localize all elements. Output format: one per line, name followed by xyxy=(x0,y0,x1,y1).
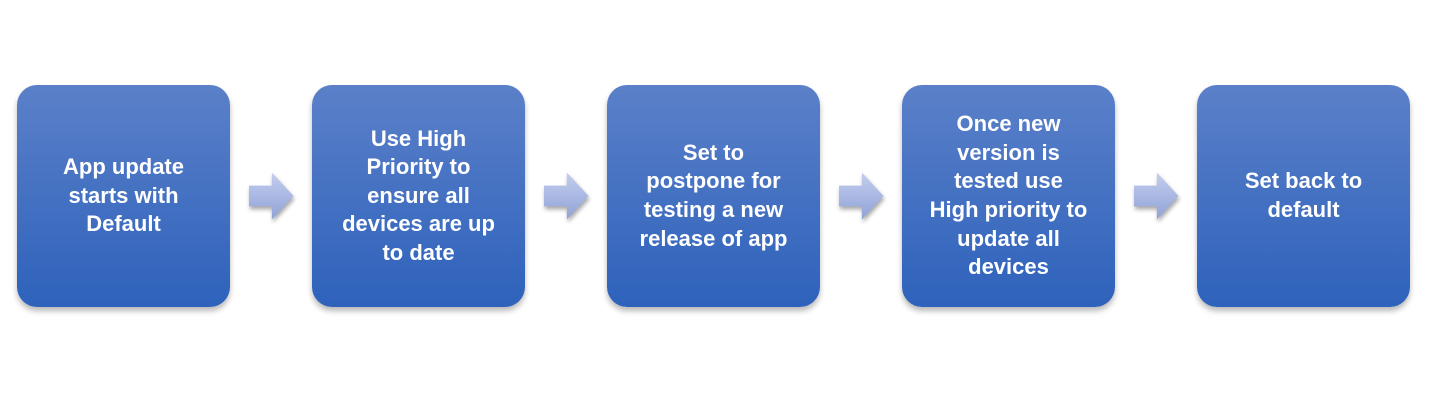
process-flow: App update starts with Default Use High … xyxy=(17,85,1429,307)
flow-step-4: Once new version is tested use High prio… xyxy=(902,85,1115,307)
arrow-right-icon xyxy=(1133,172,1179,220)
flow-step-1-label: App update starts with Default xyxy=(63,154,184,237)
flow-step-5-label: Set back to default xyxy=(1244,168,1363,222)
connector-1 xyxy=(230,172,312,220)
flow-step-2-label: Use High Priority to ensure all devices … xyxy=(342,125,495,265)
flow-step-3-label: Set to postpone for testing a new releas… xyxy=(639,139,788,251)
flow-step-4-label: Once new version is tested use High prio… xyxy=(929,111,1088,280)
flow-step-3: Set to postpone for testing a new releas… xyxy=(607,85,820,307)
flow-step-1: App update starts with Default xyxy=(17,85,230,307)
flowchart-canvas: App update starts with Default Use High … xyxy=(0,85,1429,413)
flow-step-2: Use High Priority to ensure all devices … xyxy=(312,85,525,307)
arrow-right-icon xyxy=(838,172,884,220)
arrow-right-icon xyxy=(248,172,294,220)
connector-2 xyxy=(525,172,607,220)
connector-3 xyxy=(820,172,902,220)
arrow-right-icon xyxy=(543,172,589,220)
connector-4 xyxy=(1115,172,1197,220)
flow-step-5: Set back to default xyxy=(1197,85,1410,307)
